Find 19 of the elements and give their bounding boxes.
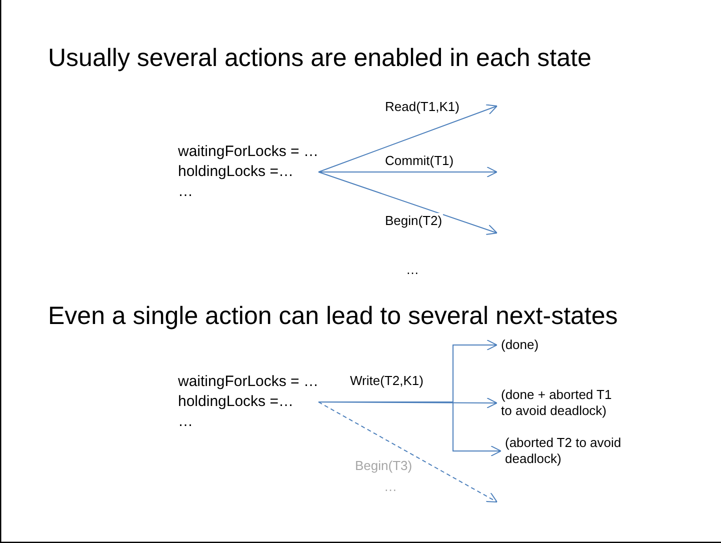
- heading: Even a single action can lead to several next-states: [48, 302, 618, 331]
- next-state-text: (aborted T2 to avoid deadlock): [505, 435, 635, 467]
- edge-label: Commit(T1): [384, 153, 455, 169]
- heading: Usually several actions are enabled in each state: [48, 44, 592, 73]
- state-text: waitingForLocks = … holdingLocks =… …: [178, 372, 318, 432]
- arrow: [318, 172, 498, 235]
- edge-label: Begin(T2): [384, 213, 444, 229]
- next-state-text: (done): [501, 337, 561, 353]
- edge-label: Read(T1,K1): [384, 99, 460, 115]
- arrow: [318, 104, 498, 172]
- ellipsis-text: …: [406, 262, 419, 277]
- next-state-text: (done + aborted T1 to avoid deadlock): [501, 387, 626, 419]
- state-text: waitingForLocks = … holdingLocks =… …: [178, 142, 318, 202]
- arrow: [318, 402, 498, 502]
- arrow: [318, 166, 498, 178]
- edge-label: Write(T2,K1): [349, 373, 424, 389]
- ellipsis-text: …: [384, 479, 397, 494]
- edge-label: Begin(T3): [354, 458, 414, 474]
- arrow: [318, 402, 502, 456]
